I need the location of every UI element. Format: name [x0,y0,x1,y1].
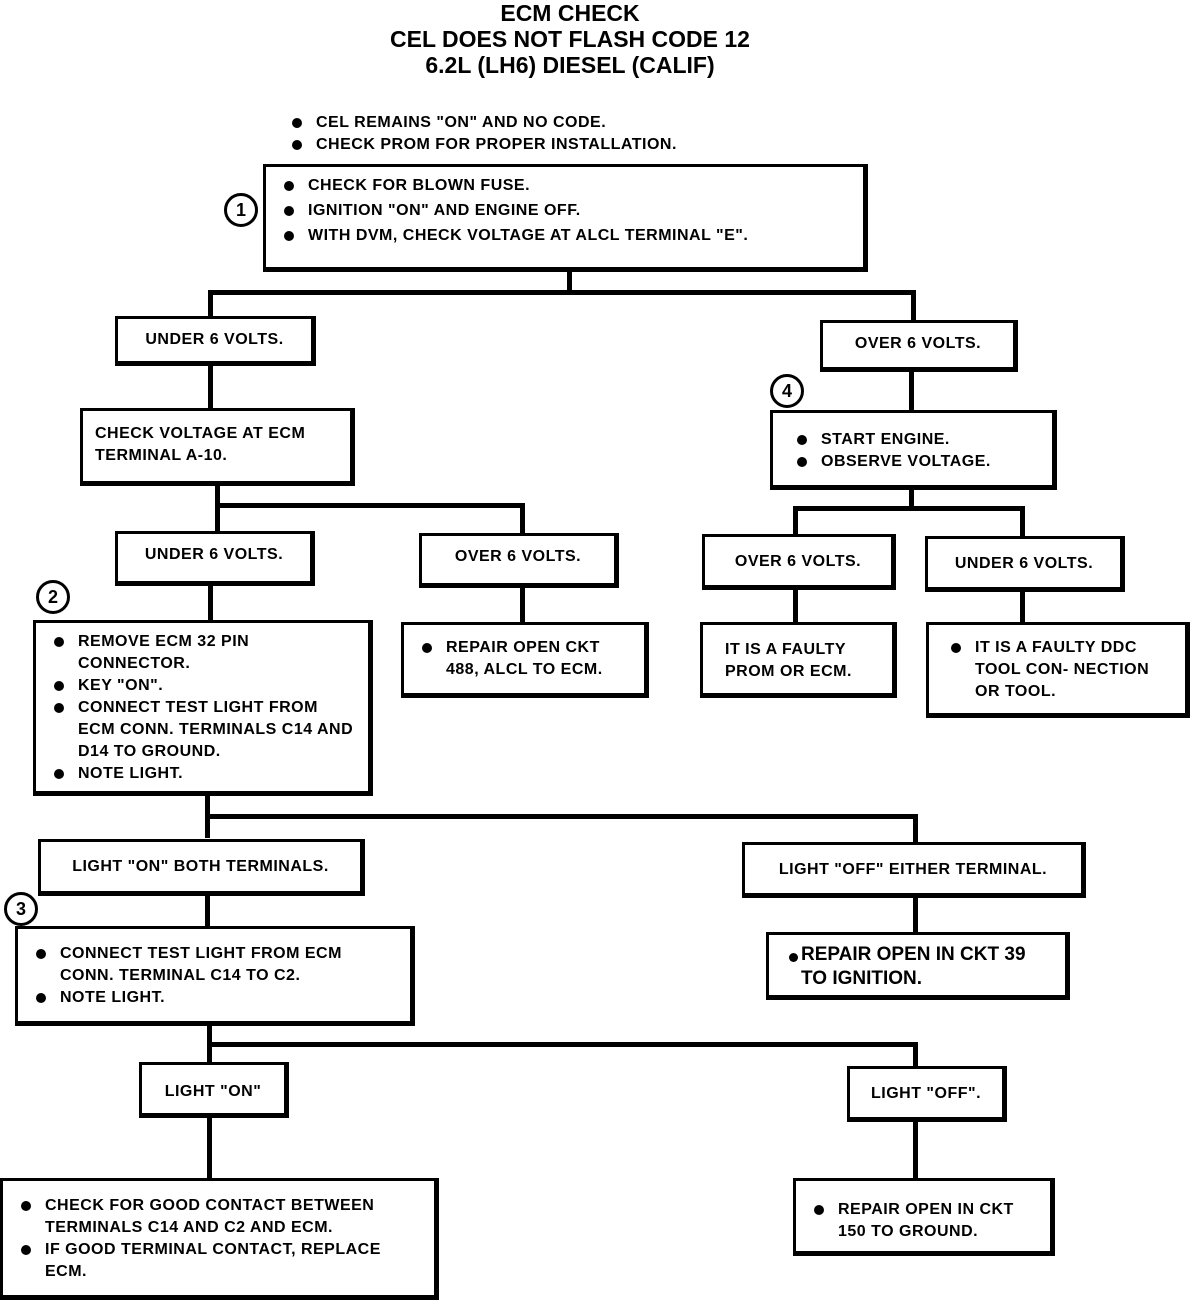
bullet-icon [284,181,294,191]
bullet-icon [292,118,302,128]
bullet-icon [814,1205,824,1215]
connector-line [207,1114,212,1180]
connector-line [207,1042,918,1047]
connector-line [215,503,220,535]
over-6-volts-box: OVER 6 VOLTS. [419,533,619,588]
connector-line [215,503,525,508]
intro-conditions: CEL REMAINS "ON" AND NO CODE. CHECK PROM… [288,112,677,156]
step3-item: CONNECT TEST LIGHT FROM ECM CONN. TERMIN… [32,943,398,987]
bullet-icon [797,435,807,445]
bullet-icon [36,993,46,1003]
step4-item: OBSERVE VOLTAGE. [793,451,1040,473]
connector-line [913,894,918,936]
connector-line [913,814,918,846]
step-number-3: 3 [4,892,38,926]
step2-box: REMOVE ECM 32 PIN CONNECTOR. KEY "ON". C… [33,620,373,796]
connector-line [205,892,210,928]
step1-item: WITH DVM, CHECK VOLTAGE AT ALCL TERMINAL… [280,225,851,247]
diagram-title-line3: 6.2L (LH6) DIESEL (CALIF) [425,52,715,78]
diagram-title-line1: ECM CHECK [500,0,640,26]
connector-line [913,1042,918,1070]
connector-line [520,584,525,626]
intro-item: CEL REMAINS "ON" AND NO CODE. [288,112,677,134]
connector-line [208,362,213,412]
bullet-icon [54,681,64,691]
over-6-volts-box: OVER 6 VOLTS. [702,534,896,590]
connector-line [793,506,1025,511]
final-on-item: IF GOOD TERMINAL CONTACT, REPLACE ECM. [17,1239,422,1283]
connector-line [793,506,798,538]
bullet-icon [36,949,46,959]
bullet-icon [284,231,294,241]
under-6-volts-box: UNDER 6 VOLTS. [925,536,1125,592]
step1-box: CHECK FOR BLOWN FUSE. IGNITION "ON" AND … [263,164,868,272]
bullet-icon [284,206,294,216]
step1-item: IGNITION "ON" AND ENGINE OFF. [280,200,851,222]
replace-ecm-box: CHECK FOR GOOD CONTACT BETWEEN TERMINALS… [0,1178,439,1300]
bullet-icon [292,140,302,150]
repair-150-box: REPAIR OPEN IN CKT 150 TO GROUND. [793,1178,1055,1256]
repair-39-box: REPAIR OPEN IN CKT 39 TO IGNITION. [766,932,1070,1000]
step4-item: START ENGINE. [793,429,1040,451]
step-number-4: 4 [770,374,804,408]
connector-line [205,814,918,819]
light-off-box: LIGHT "OFF". [847,1066,1007,1122]
bullet-icon [21,1245,31,1255]
light-on-box: LIGHT "ON" [139,1062,289,1118]
bullet-icon [951,643,961,653]
repair-488-box: REPAIR OPEN CKT 488, ALCL TO ECM. [401,622,649,698]
connector-line [208,290,916,295]
repair-150-item: REPAIR OPEN IN CKT 150 TO GROUND. [810,1199,1038,1243]
step1-item: CHECK FOR BLOWN FUSE. [280,175,851,197]
bullet-icon [789,953,798,962]
light-off-either-box: LIGHT "OFF" EITHER TERMINAL. [742,842,1086,898]
connector-line [911,290,916,324]
step2-item: KEY "ON". [50,675,356,697]
repair-488-item: REPAIR OPEN CKT 488, ALCL TO ECM. [418,637,632,681]
step3-box: CONNECT TEST LIGHT FROM ECM CONN. TERMIN… [15,926,415,1026]
connector-line [520,503,525,537]
light-on-both-box: LIGHT "ON" BOTH TERMINALS. [38,839,365,896]
intro-item: CHECK PROM FOR PROPER INSTALLATION. [288,134,677,156]
connector-line [793,586,798,626]
faulty-prom-box: IT IS A FAULTY PROM OR ECM. [700,622,897,698]
connector-line [913,1118,918,1182]
connector-line [208,290,213,320]
step-number-1: 1 [224,193,258,227]
under-6-volts-box: UNDER 6 VOLTS. [115,316,316,366]
step4-box: START ENGINE. OBSERVE VOLTAGE. [770,410,1057,490]
final-on-item: CHECK FOR GOOD CONTACT BETWEEN TERMINALS… [17,1195,422,1239]
bullet-icon [21,1201,31,1211]
step2-item: CONNECT TEST LIGHT FROM ECM CONN. TERMIN… [50,697,356,763]
under-6-volts-box: UNDER 6 VOLTS. [115,531,315,586]
bullet-icon [422,643,432,653]
connector-line [909,368,914,414]
connector-line [1020,588,1025,626]
connector-line [215,482,220,508]
connector-line [208,582,213,624]
faulty-ddc-box: IT IS A FAULTY DDC TOOL CON- NECTION OR … [926,622,1190,718]
over-6-volts-box: OVER 6 VOLTS. [820,320,1018,372]
bullet-icon [797,457,807,467]
connector-line [909,486,914,510]
diagram-title-line2: CEL DOES NOT FLASH CODE 12 [390,26,750,52]
check-ecm-voltage-box: CHECK VOLTAGE AT ECM TERMINAL A-10. [80,408,355,486]
step3-item: NOTE LIGHT. [32,987,398,1009]
step2-item: REMOVE ECM 32 PIN CONNECTOR. [50,631,356,675]
step2-item: NOTE LIGHT. [50,763,356,785]
bullet-icon [54,637,64,647]
bullet-icon [54,703,64,713]
step-number-2: 2 [36,580,70,614]
faulty-ddc-item: IT IS A FAULTY DDC TOOL CON- NECTION OR … [947,637,1173,703]
connector-line [567,268,572,294]
connector-line [1020,506,1025,540]
bullet-icon [54,769,64,779]
